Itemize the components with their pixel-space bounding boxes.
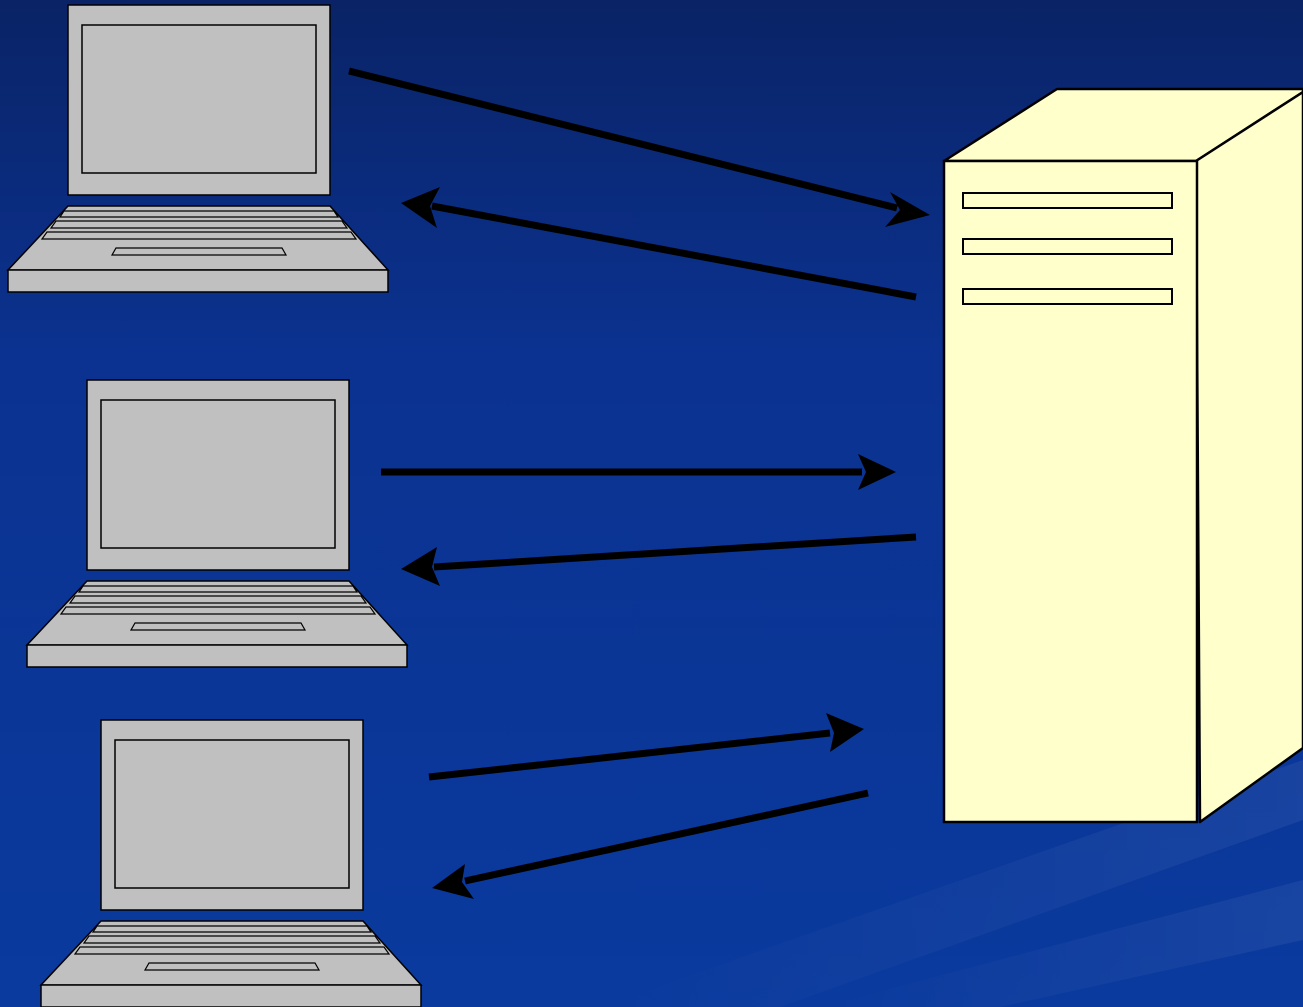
server-drive-slot	[963, 239, 1172, 254]
server-front-face	[944, 161, 1197, 822]
server-drive-slot	[963, 193, 1172, 208]
server-tower-icon	[944, 89, 1303, 822]
server-drive-slot	[963, 289, 1172, 304]
server-side-face	[1196, 92, 1303, 822]
